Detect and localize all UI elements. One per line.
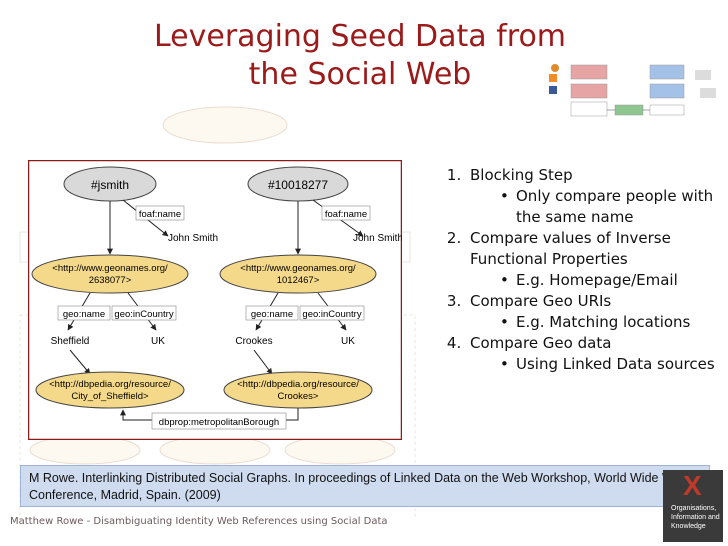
step-4: Compare Geo data Using Linked Data sourc…	[466, 333, 725, 375]
step-2-sub: E.g. Homepage/Email	[500, 270, 725, 291]
geo-uri-1-line2: 2638077>	[89, 275, 132, 286]
title-line-2: the Social Web	[248, 57, 472, 92]
step-2-label: Compare values of Inverse Functional Pro…	[470, 229, 671, 268]
value-john-smith-2: John Smith	[353, 233, 402, 244]
geo-name-2-label: geo:name	[251, 309, 293, 320]
title-line-1: Leveraging Seed Data from	[153, 19, 567, 54]
step-1-label: Blocking Step	[470, 166, 573, 184]
geo-uri-2-line2: 1012467>	[277, 275, 320, 286]
node-10018277-label: #10018277	[268, 178, 328, 192]
dbpedia-2-line1: <http://dbpedia.org/resource/	[237, 379, 359, 390]
node-geonames-2	[219, 254, 377, 294]
geo-country-1-label: geo:inCountry	[114, 309, 173, 320]
step-4-label: Compare Geo data	[470, 334, 612, 352]
country-uk-2: UK	[341, 336, 355, 347]
metro-borough-label: dbprop:metropolitanBorough	[159, 417, 279, 428]
step-3-label: Compare Geo URIs	[470, 292, 612, 310]
step-2: Compare values of Inverse Functional Pro…	[466, 228, 725, 291]
logo-mark-icon: X	[683, 470, 702, 501]
logo-line-1: Organisations,	[671, 505, 717, 512]
node-dbpedia-crookes	[223, 371, 373, 409]
edge-foaf-name-2-label: foaf:name	[325, 209, 367, 220]
edge-foaf-name-1-label: foaf:name	[139, 209, 181, 220]
dbpedia-1-line1: <http://dbpedia.org/resource/	[49, 379, 171, 390]
social-icons	[549, 64, 559, 94]
step-3-sub: E.g. Matching locations	[500, 312, 725, 333]
node-dbpedia-sheffield	[35, 371, 185, 409]
rdf-graph-diagram: #jsmith #10018277 foaf:name John Smith f…	[28, 160, 402, 440]
geo-country-2-label: geo:inCountry	[302, 309, 361, 320]
step-1-sub: Only compare people with the same name	[500, 186, 725, 228]
dbpedia-1-line2: City_of_Sheffield>	[71, 391, 149, 402]
place-sheffield: Sheffield	[51, 336, 90, 347]
citation-box: M Rowe. Interlinking Distributed Social …	[20, 465, 710, 507]
place-crookes: Crookes	[235, 336, 272, 347]
slide-title: Leveraging Seed Data from the Social Web	[150, 18, 570, 94]
geo-uri-1-line1: <http://www.geonames.org/	[52, 263, 168, 274]
step-1: Blocking Step Only compare people with t…	[466, 165, 725, 228]
dbpedia-2-line2: Crookes>	[278, 391, 319, 402]
node-jsmith-label: #jsmith	[91, 178, 129, 192]
value-john-smith-1: John Smith	[168, 233, 218, 244]
oak-logo: X Organisations, Information and Knowled…	[663, 470, 723, 542]
steps-list: Blocking Step Only compare people with t…	[440, 165, 725, 375]
logo-line-3: Knowledge	[671, 523, 706, 530]
geo-uri-2-line1: <http://www.geonames.org/	[240, 263, 356, 274]
step-4-sub: Using Linked Data sources	[500, 354, 725, 375]
background-diagram	[19, 106, 416, 520]
pipeline-diagram	[549, 64, 716, 117]
logo-line-2: Information and	[671, 514, 720, 521]
footer-text: Matthew Rowe - Disambiguating Identity W…	[10, 516, 388, 527]
step-3: Compare Geo URIs E.g. Matching locations	[466, 291, 725, 333]
country-uk-1: UK	[151, 336, 165, 347]
node-geonames-1	[31, 254, 189, 294]
geo-name-1-label: geo:name	[63, 309, 105, 320]
